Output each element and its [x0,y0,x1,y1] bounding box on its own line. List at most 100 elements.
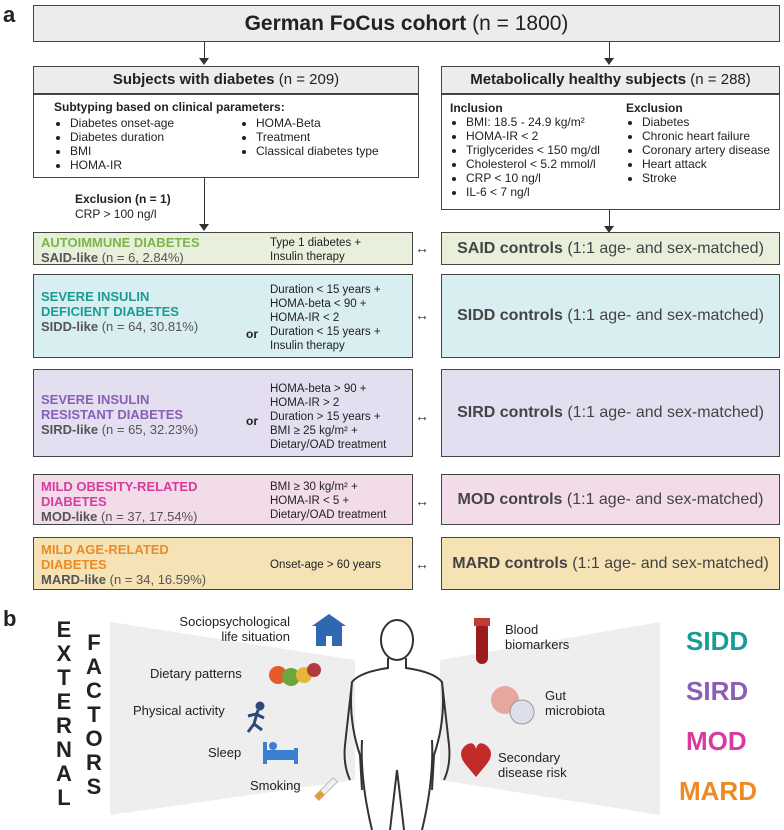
factor-smoking: Smoking [250,778,301,793]
mard-controls-label: MARD controls [452,554,568,572]
diabetes-n: (n = 209) [278,71,340,88]
exclusion-item: Heart attack [642,157,776,171]
gut-icon [491,686,535,725]
subtyping-param-item: HOMA-Beta [256,116,379,130]
sidd-match-arrow: ↔ [415,307,429,323]
sidd-controls-sub: (1:1 age- and sex-matched) [567,307,764,324]
diabetes-title: Subjects with diabetes [112,71,275,88]
sidd-like-label: SIDD-like [41,319,99,334]
sird-or-label: or [246,414,258,428]
mod-n: (n = 37, 17.54%) [100,509,198,524]
subtyping-param-item: BMI [70,144,174,158]
human-body-icon [343,619,451,830]
subtype-sidd-label: SIDD [686,626,749,656]
cigarette-icon [313,776,339,802]
sidd-n: (n = 64, 30.81%) [101,319,199,334]
sidd-criterion: Insulin therapy [270,340,345,352]
inclusion-item: IL-6 < 7 ng/l [466,185,600,199]
runner-icon [246,701,265,733]
cohort-name: German FoCus cohort [244,12,467,35]
sird-cluster-name: SEVERE INSULIN RESISTANT DIABETES [41,392,184,422]
said-cluster-box: AUTOIMMUNE DIABETES SAID-like (n = 6, 2.… [33,232,413,265]
right-funnel [440,622,660,815]
inclusion-item: BMI: 18.5 - 24.9 kg/m² [466,115,600,129]
inclusion-item: CRP < 10 ng/l [466,171,600,185]
inclusion-item: Triglycerides < 150 mg/dl [466,143,600,157]
healthy-header: Metabolically healthy subjects (n = 288) [441,66,780,94]
external-letter: E [56,617,72,642]
mard-controls-box: MARD controls (1:1 age- and sex-matched) [441,537,780,590]
mod-cluster-name: MILD OBESITY-RELATED DIABETES [41,479,198,509]
heart-icon [461,743,491,777]
school-building-icon [312,614,346,646]
subtype-sird-label: SIRD [686,676,749,706]
factor-sleep: Sleep [208,745,242,760]
sird-match-arrow: ↔ [415,408,429,424]
factors-letter: R [86,750,102,775]
subtyping-param-item: HOMA-IR [70,158,174,172]
mard-cluster-name: MILD AGE-RELATED DIABETES [41,542,169,572]
factor-secondary-disease-risk: Secondary disease risk [498,750,567,780]
mod-controls-box: MOD controls (1:1 age- and sex-matched) [441,474,780,525]
sidd-criterion: HOMA-beta < 90 + [270,298,367,310]
exclusion-note: Exclusion (n = 1) CRP > 100 ng/l [75,192,171,222]
factors-letter: S [86,774,102,799]
sidd-or-label: or [246,327,258,341]
factors-letter: A [86,654,102,679]
exclusion-item: Chronic heart failure [642,129,776,143]
inclusion-label: Inclusion [450,101,503,115]
healthy-n: (n = 288) [690,71,751,88]
sird-like-label: SIRD-like [41,422,99,437]
subtype-mard-label: MARD [679,776,757,806]
mod-criterion: HOMA-IR < 5 + [270,495,350,507]
factor-blood-biomarkers: Blood biomarkers [505,622,570,652]
subtyping-param-item: Treatment [256,130,379,144]
external-letter: L [57,785,71,810]
external-letter: A [56,761,72,786]
healthy-title: Metabolically healthy subjects [470,71,687,88]
factor-physical-activity: Physical activity [133,703,225,718]
factors-letter: C [86,678,102,703]
said-n: (n = 6, 2.84%) [101,250,184,265]
panel-a-label: a [3,2,16,27]
sidd-criterion: Duration < 15 years + [270,284,381,296]
mard-criterion: Onset-age > 60 years [270,559,381,571]
exclusion-item: Stroke [642,171,776,185]
blood-tube-icon [474,618,490,664]
mod-controls-sub: (1:1 age- and sex-matched) [566,490,764,508]
sird-controls-sub: (1:1 age- and sex-matched) [567,404,764,421]
mod-criterion: BMI ≥ 30 kg/m² + [270,481,358,493]
mard-cluster-box: MILD AGE-RELATED DIABETES MARD-like (n =… [33,537,413,590]
mard-controls-sub: (1:1 age- and sex-matched) [572,554,769,572]
healthy-criteria-box: Inclusion BMI: 18.5 - 24.9 kg/m²HOMA-IR … [441,94,780,210]
sidd-criterion: HOMA-IR < 2 [270,312,340,324]
mard-like-label: MARD-like [41,572,107,587]
said-criterion: Insulin therapy [270,251,345,263]
exclusion-label: Exclusion [626,101,683,115]
inclusion-item: Cholesterol < 5.2 mmol/l [466,157,600,171]
sird-criterion: HOMA-IR > 2 [270,397,340,409]
exclusion-item: Coronary artery disease [642,143,776,157]
said-controls-label: SAID controls [457,239,563,257]
exclusion-note-title: Exclusion (n = 1) [75,192,171,206]
external-letter: X [56,641,72,666]
external-letter: N [56,737,72,762]
factors-letter: O [85,726,103,751]
subtype-mod-label: MOD [686,726,747,756]
sidd-criterion: Duration < 15 years + [270,326,381,338]
said-match-arrow: ↔ [415,240,429,256]
factor-sociopsychological: Sociopsychological life situation [179,614,290,644]
panel-b-label: b [3,606,17,631]
inclusion-list: BMI: 18.5 - 24.9 kg/m²HOMA-IR < 2Triglyc… [450,115,600,199]
said-criterion: Type 1 diabetes + [270,237,362,249]
mard-n: (n = 34, 16.59%) [109,572,207,587]
sird-controls-box: SIRD controls (1:1 age- and sex-matched) [441,369,780,457]
sidd-cluster-box: SEVERE INSULIN DEFICIENT DIABETES SIDD-l… [33,274,413,358]
sird-criterion: BMI ≥ 25 kg/m² + [270,425,358,437]
panel-b-graphic [110,614,660,830]
mod-criterion: Dietary/OAD treatment [270,509,387,521]
subtyping-param-item: Diabetes duration [70,130,174,144]
factor-gut-microbiota: Gut microbiota [545,688,605,718]
exclusion-item: Diabetes [642,115,776,129]
cohort-box: German FoCus cohort (n = 1800) [33,5,780,42]
